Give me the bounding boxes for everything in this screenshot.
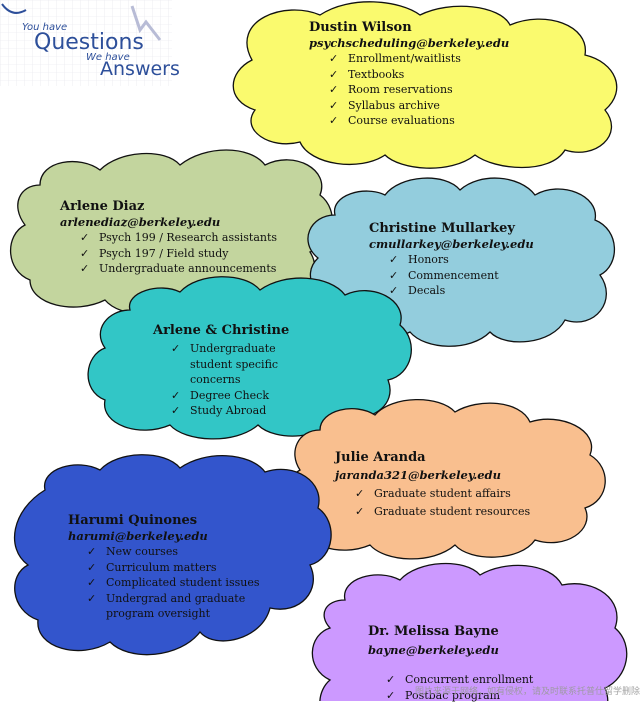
- duty-item: ✓Graduate student affairs: [355, 485, 530, 503]
- checkmark-icon: ✓: [87, 560, 96, 576]
- duty-item: ✓Enrollment/waitlists: [329, 51, 509, 67]
- checkmark-icon: ✓: [80, 261, 89, 277]
- contact-email[interactable]: bayne@berkeley.edu: [368, 643, 533, 658]
- contact-name: Julie Aranda: [335, 450, 530, 466]
- duty-item: ✓Complicated student issues: [87, 575, 287, 591]
- checkmark-icon: ✓: [87, 591, 96, 607]
- duties-list: ✓Graduate student affairs ✓Graduate stud…: [355, 485, 530, 521]
- checkmark-icon: ✓: [329, 51, 338, 67]
- contact-email[interactable]: psychscheduling@berkeley.edu: [309, 36, 509, 51]
- checkmark-icon: ✓: [329, 113, 338, 129]
- checkmark-icon: ✓: [386, 672, 395, 688]
- checkmark-icon: ✓: [171, 403, 180, 419]
- contact-christine-mullarkey: Christine Mullarkey cmullarkey@berkeley.…: [369, 221, 534, 299]
- duty-item: ✓Commencement: [389, 268, 534, 284]
- contact-name: Harumi Quinones: [68, 513, 287, 529]
- duty-item: ✓Curriculum matters: [87, 560, 287, 576]
- watermark: 图片来源于网络，如有侵权，请及时联系托普仕留学删除: [415, 684, 640, 697]
- duties-list: ✓Undergraduate student specific concerns…: [171, 341, 321, 419]
- duty-item: ✓Undergraduate announcements: [80, 261, 277, 277]
- checkmark-icon: ✓: [80, 246, 89, 262]
- contact-name: Christine Mullarkey: [369, 221, 534, 237]
- checkmark-icon: ✓: [80, 230, 89, 246]
- contact-email[interactable]: arlenediaz@berkeley.edu: [60, 215, 277, 230]
- duty-item: ✓Decals: [389, 283, 534, 299]
- duty-item: ✓Graduate student resources: [355, 503, 530, 521]
- duties-list: ✓Honors ✓Commencement ✓Decals: [389, 252, 534, 299]
- duty-item: ✓Study Abroad: [171, 403, 321, 419]
- duty-item: ✓Undergrad and graduate program oversigh…: [87, 591, 287, 622]
- contact-email[interactable]: cmullarkey@berkeley.edu: [369, 237, 534, 252]
- duty-item: ✓Psych 199 / Research assistants: [80, 230, 277, 246]
- checkmark-icon: ✓: [329, 98, 338, 114]
- contact-email[interactable]: harumi@berkeley.edu: [68, 529, 287, 544]
- duty-item: ✓Course evaluations: [329, 113, 509, 129]
- checkmark-icon: ✓: [389, 252, 398, 268]
- duties-list: ✓Enrollment/waitlists ✓Textbooks ✓Room r…: [329, 51, 509, 129]
- contact-julie-aranda: Julie Aranda jaranda321@berkeley.edu ✓Gr…: [335, 450, 530, 521]
- duty-item: ✓Psych 197 / Field study: [80, 246, 277, 262]
- contact-name: Arlene & Christine: [153, 323, 321, 339]
- contact-arlene-diaz: Arlene Diaz arlenediaz@berkeley.edu ✓Psy…: [60, 199, 277, 277]
- checkmark-icon: ✓: [171, 341, 180, 357]
- checkmark-icon: ✓: [389, 268, 398, 284]
- checkmark-icon: ✓: [329, 67, 338, 83]
- duty-item: ✓Room reservations: [329, 82, 509, 98]
- checkmark-icon: ✓: [329, 82, 338, 98]
- checkmark-icon: ✓: [355, 485, 364, 503]
- contact-harumi-quinones: Harumi Quinones harumi@berkeley.edu ✓New…: [68, 513, 287, 622]
- contact-name: Dr. Melissa Bayne: [368, 624, 533, 640]
- checkmark-icon: ✓: [355, 503, 364, 521]
- duty-item: ✓Degree Check: [171, 388, 321, 404]
- duties-list: ✓Psych 199 / Research assistants ✓Psych …: [80, 230, 277, 277]
- duty-item: ✓Honors: [389, 252, 534, 268]
- duty-item: ✓Undergraduate student specific concerns: [171, 341, 321, 388]
- checkmark-icon: ✓: [87, 575, 96, 591]
- duty-item: ✓Textbooks: [329, 67, 509, 83]
- contact-name: Dustin Wilson: [309, 20, 509, 36]
- checkmark-icon: ✓: [389, 283, 398, 299]
- contact-dustin-wilson: Dustin Wilson psychscheduling@berkeley.e…: [309, 20, 509, 129]
- contact-name: Arlene Diaz: [60, 199, 277, 215]
- checkmark-icon: ✓: [87, 544, 96, 560]
- duty-item: ✓New courses: [87, 544, 287, 560]
- contact-email[interactable]: jaranda321@berkeley.edu: [335, 468, 530, 483]
- duty-item: ✓Syllabus archive: [329, 98, 509, 114]
- checkmark-icon: ✓: [171, 388, 180, 404]
- duties-list: ✓New courses ✓Curriculum matters ✓Compli…: [87, 544, 287, 622]
- contact-arlene-and-christine: Arlene & Christine ✓Undergraduate studen…: [153, 323, 321, 419]
